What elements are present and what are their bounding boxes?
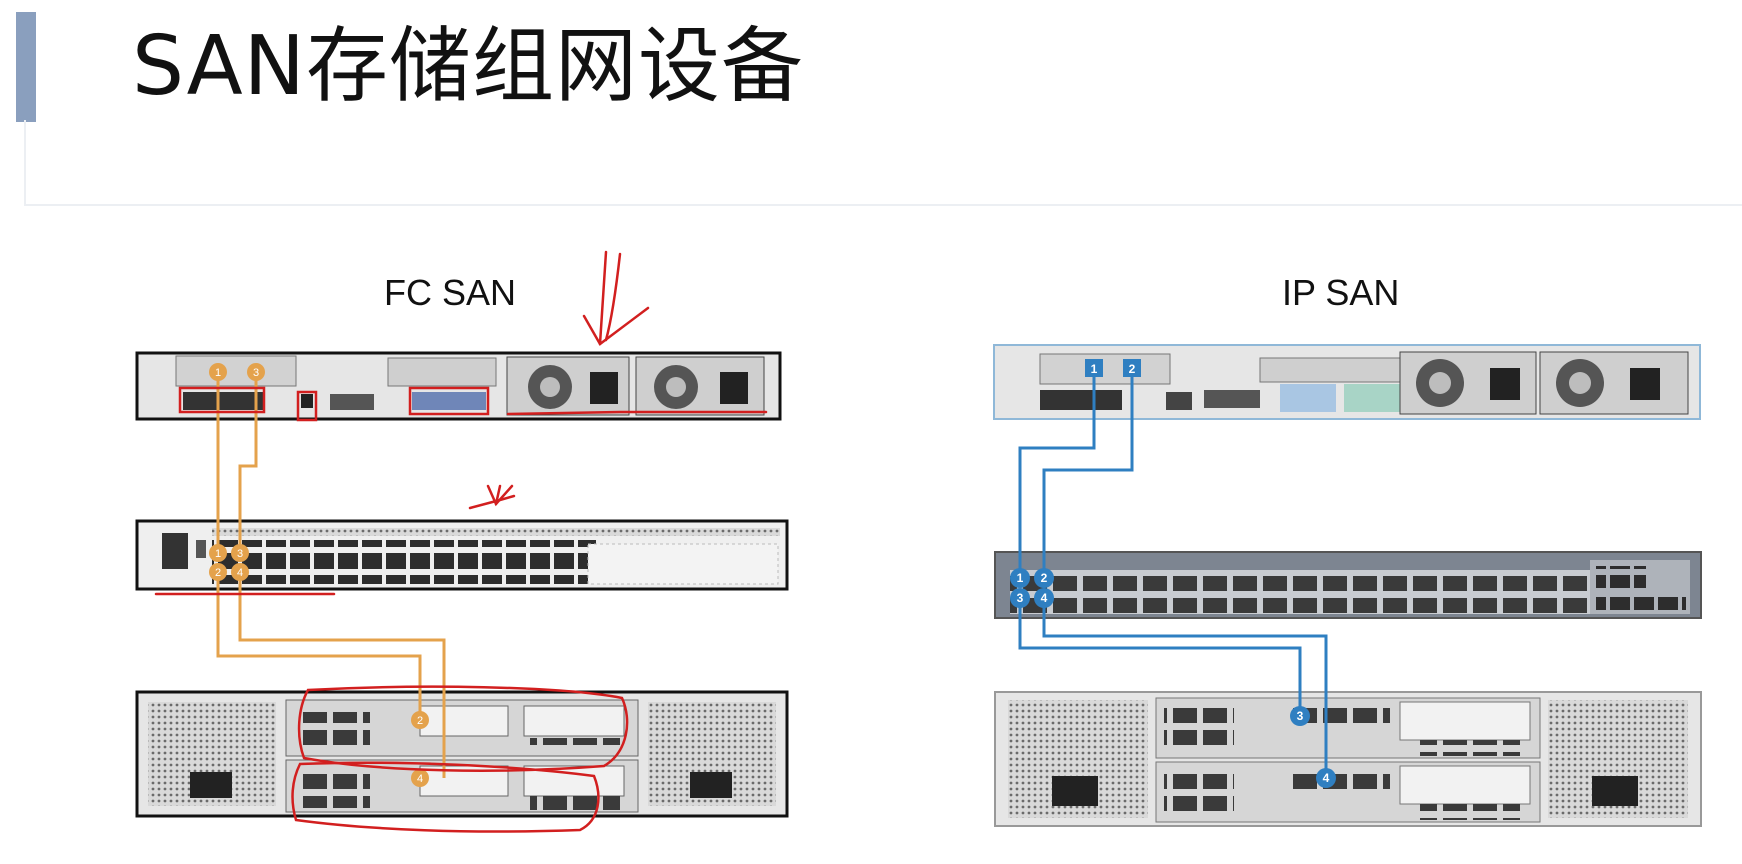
ip-cables <box>1018 368 1328 778</box>
red-annotations <box>154 250 768 833</box>
fc-san-diagram: 1 3 1 3 2 4 2 4 <box>135 250 789 833</box>
fc-port-markers: 1 3 1 3 2 4 2 4 <box>209 363 429 787</box>
ip-storage <box>994 691 1702 827</box>
fc-cables <box>216 372 446 778</box>
fc-port-label: 2 <box>417 715 423 727</box>
fc-port-label: 4 <box>237 567 243 579</box>
ip-port-label: 4 <box>1041 591 1048 605</box>
page-title: SAN存储组网设备 <box>132 19 805 114</box>
fc-port-label: 2 <box>215 567 221 579</box>
title-accent-bar <box>16 12 36 122</box>
title-frame-left <box>24 120 26 206</box>
ip-san-label: IP SAN <box>1282 272 1400 313</box>
ip-port-label: 3 <box>1297 709 1304 723</box>
ip-port-label: 2 <box>1041 571 1048 585</box>
fc-port-label: 4 <box>417 773 423 785</box>
fc-storage <box>135 690 789 818</box>
fc-port-label: 1 <box>215 367 221 379</box>
title-frame-bottom <box>24 204 1742 206</box>
ip-san-diagram: 1 2 1 2 3 4 3 4 <box>993 344 1702 827</box>
fc-port-label: 3 <box>253 367 259 379</box>
fc-port-label: 3 <box>237 548 243 560</box>
ip-port-label: 3 <box>1017 591 1024 605</box>
fc-san-label: FC SAN <box>384 272 517 313</box>
fc-port-label: 1 <box>215 548 221 560</box>
ip-port-markers: 1 2 1 2 3 4 3 4 <box>1010 359 1336 788</box>
ip-switch <box>994 551 1702 619</box>
ip-port-label: 1 <box>1091 362 1098 376</box>
fc-server <box>135 351 782 421</box>
ip-port-label: 1 <box>1017 571 1024 585</box>
ip-port-label: 2 <box>1129 362 1136 376</box>
ip-port-label: 4 <box>1323 771 1330 785</box>
ip-server <box>993 344 1701 420</box>
